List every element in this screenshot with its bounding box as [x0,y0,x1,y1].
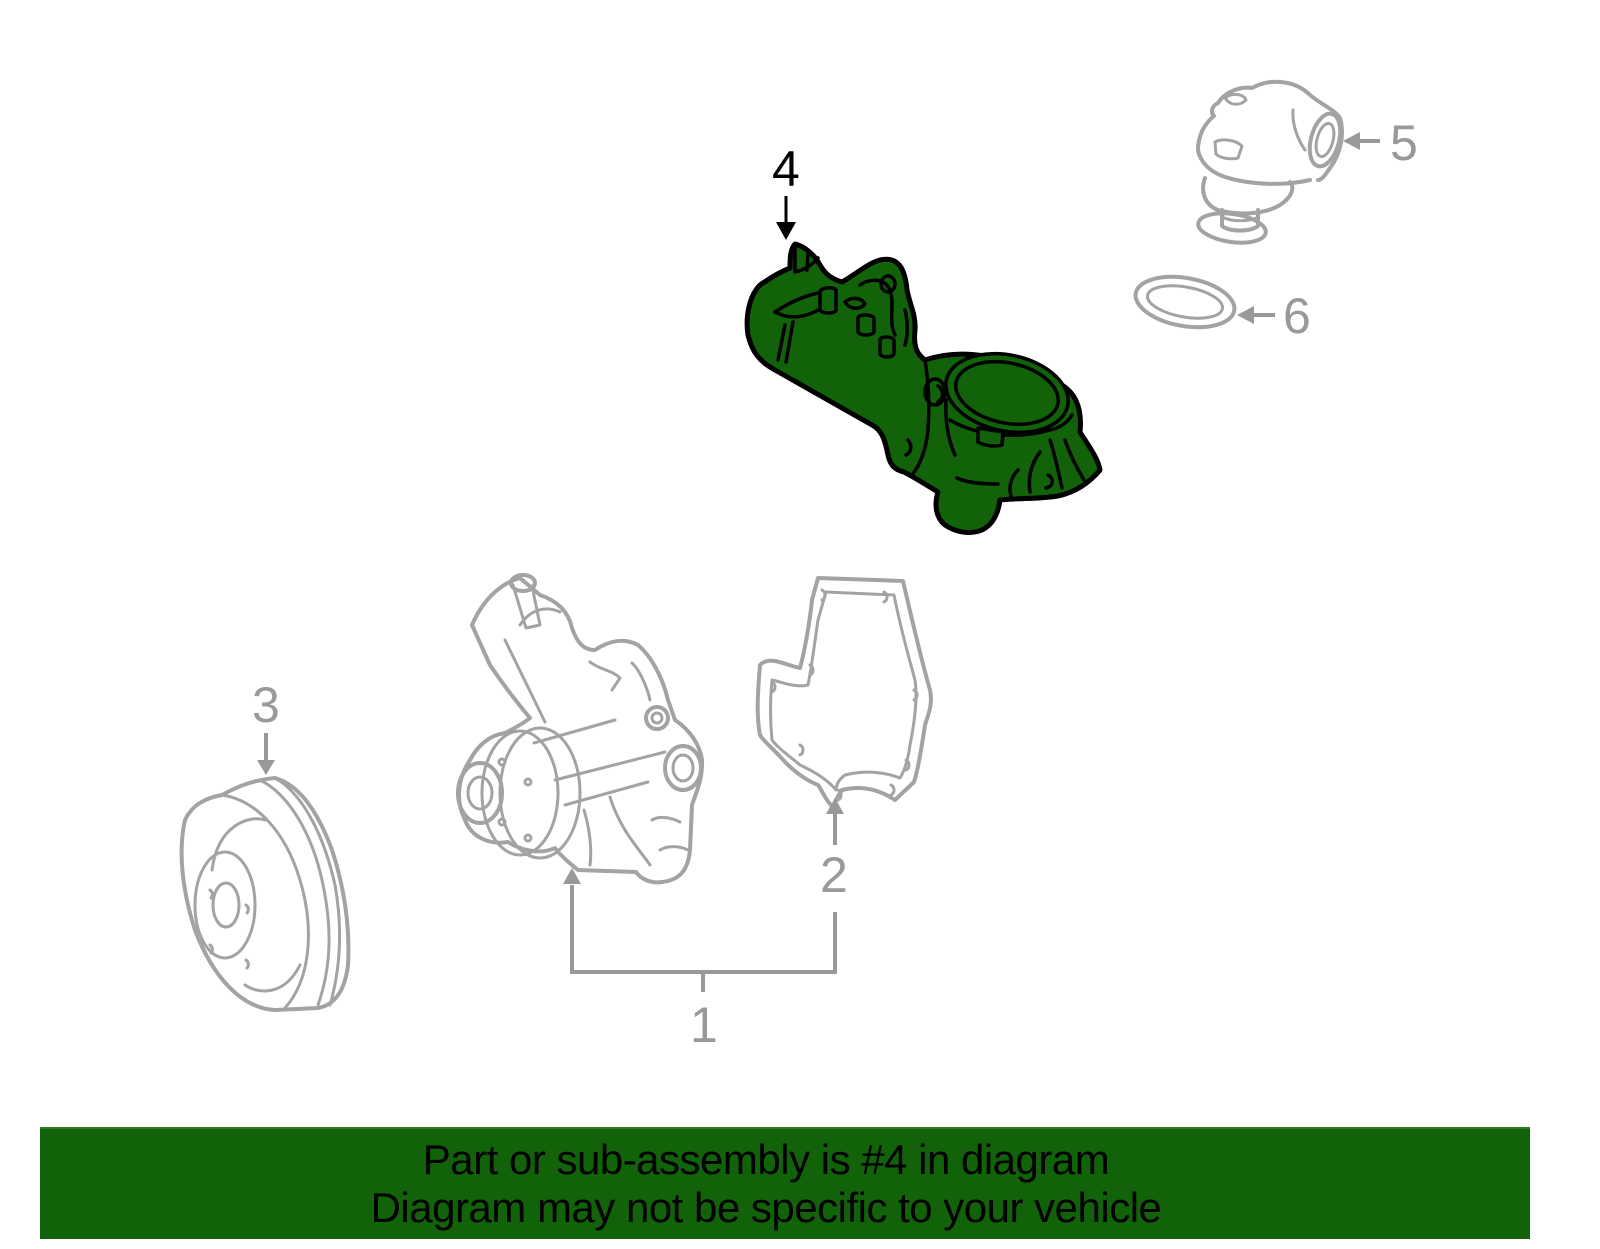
label-part-4: 4 [772,141,800,197]
water-pump[interactable] [456,573,705,885]
part-2-water-pump-gasket[interactable] [755,576,933,810]
callout-4: 4 [772,141,800,240]
part-5-thermostat[interactable] [1196,79,1345,247]
label-part-2: 2 [820,847,848,903]
part-3-pulley[interactable] [179,776,351,1012]
part-6-seal-ring[interactable] [1132,270,1239,335]
callout-2: 2 [820,798,848,903]
banner-part-note: Part or sub-assembly is #4 in diagram [422,1136,1110,1183]
callout-6: 6 [1237,288,1311,344]
part-info-banner: Part or sub-assembly is #4 in diagram Di… [40,1127,1530,1239]
part-4-thermostat-housing[interactable] [744,241,1103,535]
label-part-5: 5 [1390,115,1418,171]
callout-1-bracket: 1 [563,868,837,1053]
label-part-1: 1 [690,997,718,1053]
label-part-6: 6 [1283,288,1311,344]
callout-3: 3 [252,677,280,775]
label-part-3: 3 [252,677,280,733]
callout-5: 5 [1343,115,1418,171]
banner-disclaimer: Diagram may not be specific to your vehi… [370,1184,1162,1231]
